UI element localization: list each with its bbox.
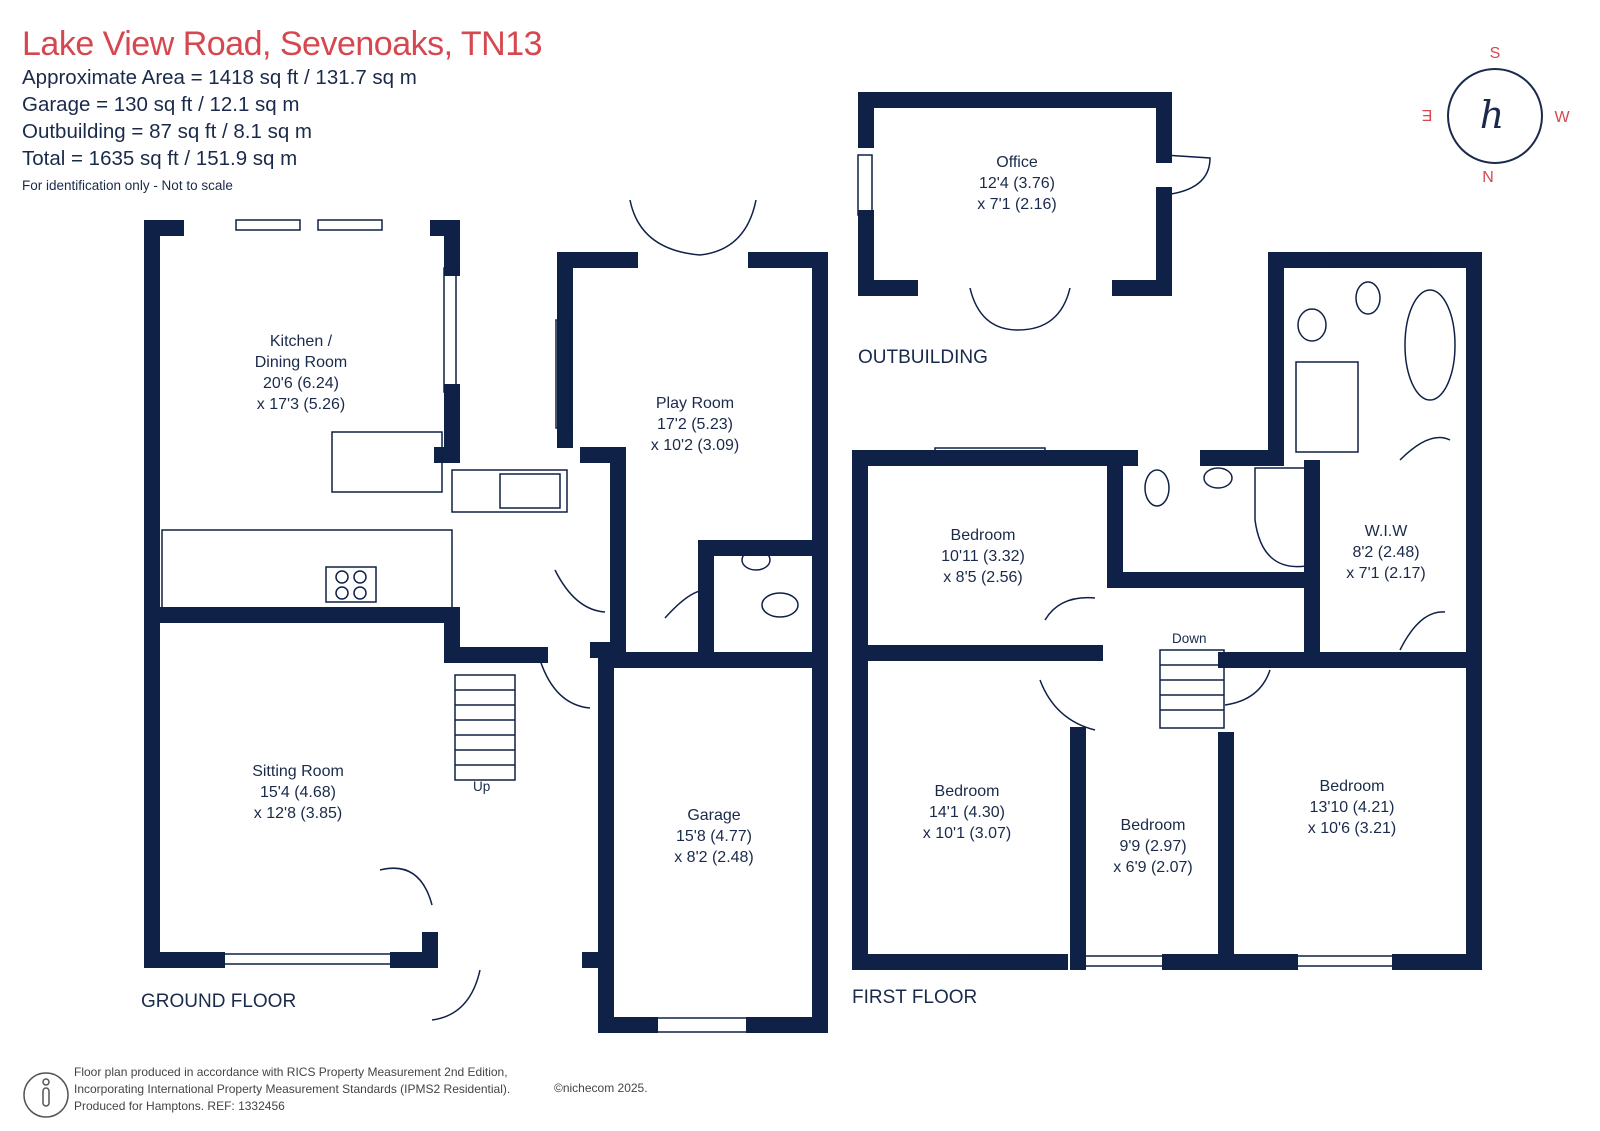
bed2-dim1: 14'1 (4.30) xyxy=(929,804,1005,821)
header: Lake View Road, Sevenoaks, TN13 Approxim… xyxy=(22,24,543,193)
compass-e: E xyxy=(1422,106,1433,123)
first-floor-label: FIRST FLOOR xyxy=(852,987,977,1008)
footer: Floor plan produced in accordance with R… xyxy=(74,1064,648,1115)
bed3-dim1: 9'9 (2.97) xyxy=(1119,838,1186,855)
approx-area: Approximate Area = 1418 sq ft / 131.7 sq… xyxy=(22,66,417,89)
footer-brand: ©nichecom 2025. xyxy=(554,1081,648,1095)
bed3-dim2: x 6'9 (2.07) xyxy=(1113,859,1193,876)
kitchen-name1: Kitchen / xyxy=(270,333,333,350)
wc-walls xyxy=(698,540,828,653)
office-dim2: x 7'1 (2.16) xyxy=(977,196,1057,213)
playroom-dim2: x 10'2 (3.09) xyxy=(651,437,739,454)
page-title: Lake View Road, Sevenoaks, TN13 xyxy=(22,25,543,63)
first-inner-walls xyxy=(852,450,1482,970)
info-icon xyxy=(23,1072,69,1118)
bed3-name: Bedroom xyxy=(1121,817,1186,834)
garage-area: Garage = 130 sq ft / 12.1 sq m xyxy=(22,93,300,116)
kitchen-dim2: x 17'3 (5.26) xyxy=(257,396,345,413)
ground-floor-walls xyxy=(144,220,460,968)
playroom-walls xyxy=(557,252,828,1033)
sitting-dim2: x 12'8 (3.85) xyxy=(254,805,342,822)
footer-line2: Incorporating International Property Mea… xyxy=(74,1082,511,1096)
bed2-name: Bedroom xyxy=(935,783,1000,800)
kitchen-name2: Dining Room xyxy=(255,354,347,371)
hall-walls xyxy=(422,932,614,968)
bed4-dim1: 13'10 (4.21) xyxy=(1310,799,1395,816)
footer-line1: Floor plan produced in accordance with R… xyxy=(74,1065,508,1079)
wiw-dim1: 8'2 (2.48) xyxy=(1352,544,1419,561)
playroom-dim1: 17'2 (5.23) xyxy=(657,416,733,433)
room-labels: Kitchen / Dining Room 20'6 (6.24) x 17'3… xyxy=(252,154,1426,876)
sitting-dim1: 15'4 (4.68) xyxy=(260,784,336,801)
compass-n: N xyxy=(1482,169,1494,186)
outbuilding-label: OUTBUILDING xyxy=(858,347,988,368)
ground-inner-walls xyxy=(144,447,626,663)
compass-s: S xyxy=(1490,45,1501,62)
ground-floor-label: GROUND FLOOR xyxy=(141,991,296,1012)
sitting-name: Sitting Room xyxy=(252,763,344,780)
garage-dim1: 15'8 (4.77) xyxy=(676,828,752,845)
playroom-name: Play Room xyxy=(656,395,734,412)
bed4-name: Bedroom xyxy=(1320,778,1385,795)
footer-line3: Produced for Hamptons. REF: 1332456 xyxy=(74,1099,285,1113)
disclaimer-note: For identification only - Not to scale xyxy=(22,178,233,193)
bed1-dim1: 10'11 (3.32) xyxy=(941,548,1025,565)
office-dim1: 12'4 (3.76) xyxy=(979,175,1055,192)
compass-icon: S E W N h xyxy=(1422,45,1571,186)
bed2-dim2: x 10'1 (3.07) xyxy=(923,825,1011,842)
wiw-name: W.I.W xyxy=(1365,523,1409,540)
office-name: Office xyxy=(996,154,1038,171)
garage-dim2: x 8'2 (2.48) xyxy=(674,849,754,866)
compass-w: W xyxy=(1554,109,1570,126)
stairs-up-label: Up xyxy=(473,779,490,794)
bed4-dim2: x 10'6 (3.21) xyxy=(1308,820,1396,837)
outbuilding-walls xyxy=(858,92,1172,296)
bed1-name: Bedroom xyxy=(951,527,1016,544)
garage-name: Garage xyxy=(687,807,740,824)
outbuilding-area: Outbuilding = 87 sq ft / 8.1 sq m xyxy=(22,120,313,143)
kitchen-dim1: 20'6 (6.24) xyxy=(263,375,339,392)
wiw-dim2: x 7'1 (2.17) xyxy=(1346,565,1426,582)
compass-logo: h xyxy=(1480,93,1504,137)
bed1-dim2: x 8'5 (2.56) xyxy=(943,569,1023,586)
total-area: Total = 1635 sq ft / 151.9 sq m xyxy=(22,147,298,170)
stairs-down-label: Down xyxy=(1172,631,1207,646)
